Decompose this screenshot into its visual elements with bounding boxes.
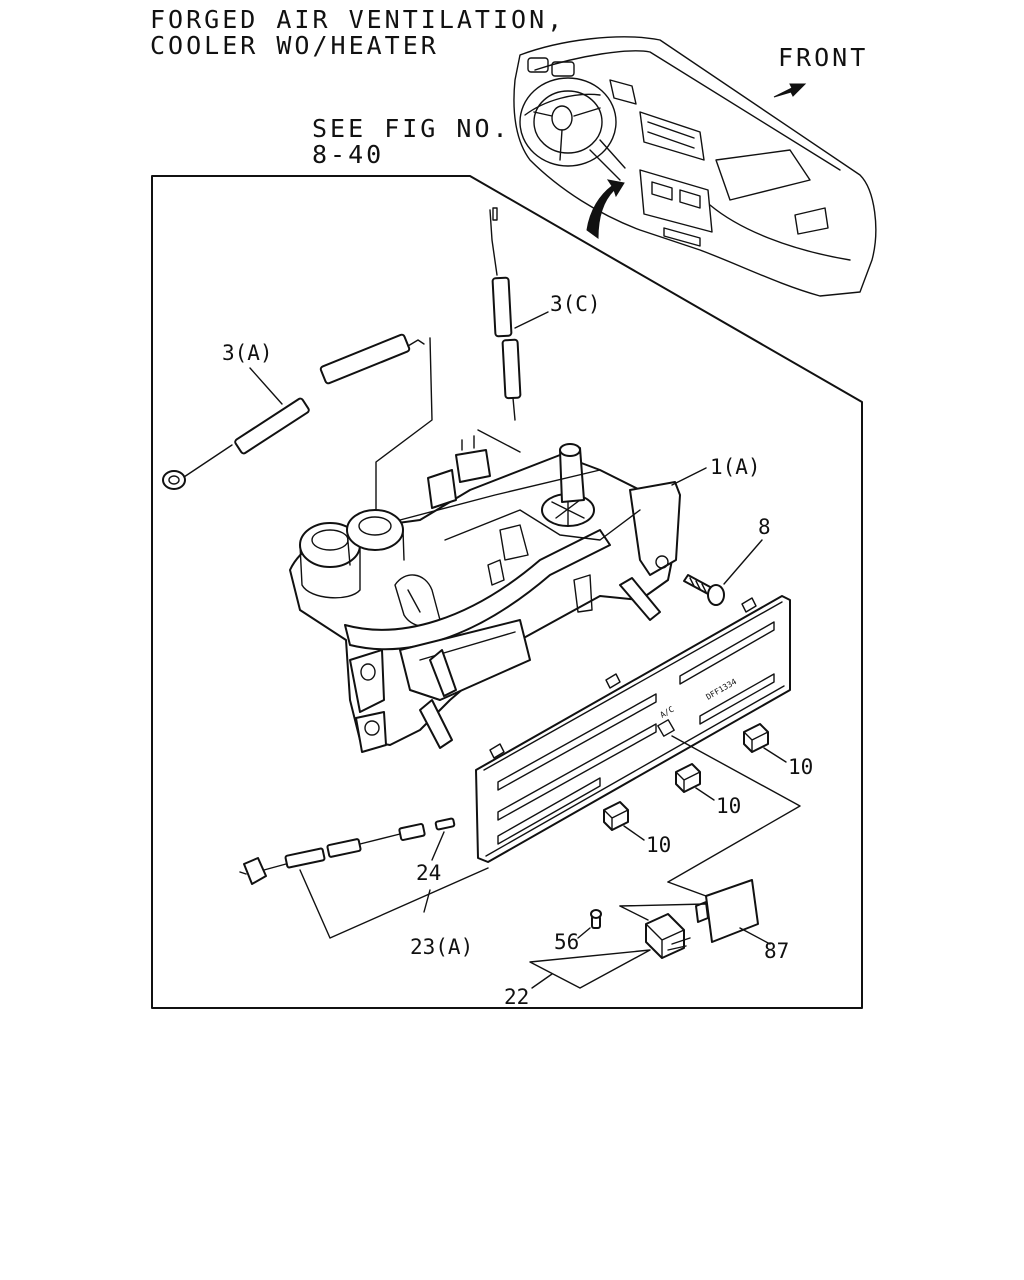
leader-switch-line (619, 905, 649, 921)
leader-10-right (763, 747, 787, 763)
callout-8: 8 (758, 515, 771, 539)
screw-8 (683, 574, 725, 606)
control-bracket-assembly (289, 435, 681, 753)
front-label: FRONT (778, 43, 868, 72)
callout-56: 56 (554, 930, 579, 954)
leader-10-left (623, 825, 645, 841)
knob-10-left (603, 801, 629, 831)
leader-10-middle (695, 787, 715, 801)
knob-10-middle (675, 763, 701, 793)
leader-23a-bracket (299, 867, 489, 939)
dashboard-overview-drawing (513, 36, 877, 297)
location-pointer-arrow (586, 179, 625, 239)
cable-end-24 (434, 817, 456, 831)
leader-23a (423, 889, 431, 913)
diagram-title-line1: FORGED AIR VENTILATION, (150, 5, 565, 34)
leader-24 (431, 831, 445, 861)
leader-22 (531, 973, 553, 989)
switch-22 (645, 913, 691, 959)
front-arrow-icon (773, 83, 807, 98)
leader-8 (723, 539, 763, 585)
callout-3a: 3(A) (222, 341, 273, 365)
callout-10-right: 10 (788, 755, 813, 779)
leader-1a (671, 467, 707, 486)
control-cable-3c (477, 207, 522, 453)
leader-87 (739, 927, 771, 945)
callout-10-middle: 10 (716, 794, 741, 818)
leader-3c (514, 311, 549, 329)
leader-3a (249, 367, 283, 405)
bulb-56 (590, 909, 602, 929)
leader-switch-bracket (667, 735, 801, 883)
knob-10-right (743, 723, 769, 753)
switch-cover-87 (695, 879, 759, 943)
control-panel-faceplate: A/C DFF1334 (475, 595, 791, 863)
callout-24: 24 (416, 861, 441, 885)
leader-22-bracket (529, 949, 651, 989)
callout-87: 87 (764, 939, 789, 963)
callout-3c: 3(C) (550, 292, 601, 316)
diagram-frame (151, 175, 863, 1009)
leader-56 (577, 927, 591, 939)
leader-87-bracket (619, 881, 707, 907)
callout-22: 22 (504, 985, 529, 1009)
diagram-title-line2: COOLER WO/HEATER (150, 31, 439, 60)
callout-1a: 1(A) (710, 455, 761, 479)
callout-10-left: 10 (646, 833, 671, 857)
see-fig-number: 8-40 (312, 140, 384, 169)
control-cable-3a (162, 333, 433, 627)
see-fig-label: SEE FIG NO. (312, 114, 511, 143)
callout-23a: 23(A) (410, 935, 473, 959)
control-cable-23a (239, 823, 426, 885)
